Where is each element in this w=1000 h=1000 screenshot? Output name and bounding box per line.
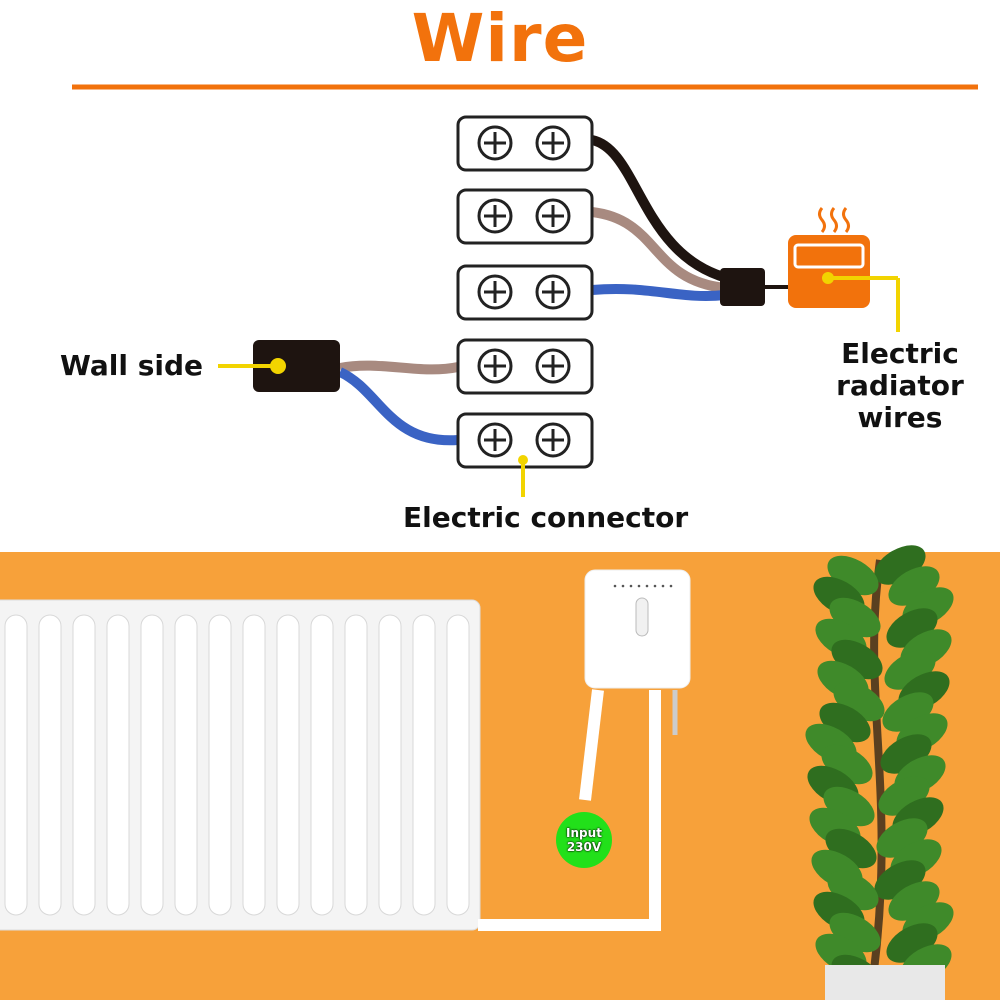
radiator-fin bbox=[276, 614, 300, 916]
radiator-wires-line-3: wires bbox=[857, 401, 943, 434]
radiator-fin bbox=[344, 614, 368, 916]
radiator-fin bbox=[72, 614, 96, 916]
radiator-fin bbox=[174, 614, 198, 916]
wall-side-label: Wall side bbox=[60, 349, 204, 382]
radiator bbox=[0, 599, 481, 931]
heater-icon bbox=[788, 207, 900, 332]
terminal-screw-icon bbox=[535, 198, 571, 234]
radiator-fin bbox=[4, 614, 28, 916]
wall-box bbox=[253, 340, 340, 392]
input-230v-badge: Input 230V bbox=[556, 812, 612, 868]
wire-black bbox=[590, 135, 737, 285]
terminal-block bbox=[456, 115, 594, 172]
terminal-screw-icon bbox=[535, 348, 571, 384]
wire-brown-radiator bbox=[591, 207, 726, 293]
terminal-screw-icon bbox=[477, 348, 513, 384]
terminal-screw-icon bbox=[477, 125, 513, 161]
electric-connector bbox=[456, 115, 594, 469]
radiator-fin bbox=[412, 614, 436, 916]
terminal-block bbox=[456, 188, 594, 245]
terminal-screw-icon bbox=[535, 422, 571, 458]
terminal-screw-icon bbox=[477, 274, 513, 310]
wire-blue-wall bbox=[337, 367, 459, 446]
radiator-wires-label: Electric radiator wires bbox=[830, 338, 970, 434]
radiator-fin bbox=[38, 614, 62, 916]
radiator-wires-line-1: Electric bbox=[841, 337, 959, 370]
radiator-fin bbox=[208, 614, 232, 916]
radiator-fin bbox=[140, 614, 164, 916]
radiator-wires-line-2: radiator bbox=[836, 369, 964, 402]
badge-line-2: 230V bbox=[566, 840, 602, 854]
badge-line-1: Input bbox=[566, 826, 602, 840]
page-title: Wire bbox=[411, 0, 589, 77]
wire-brown-wall bbox=[339, 360, 460, 375]
terminal-screw-icon bbox=[535, 125, 571, 161]
terminal-screw-icon bbox=[477, 198, 513, 234]
wire-bundle-sleeve bbox=[720, 268, 765, 306]
terminal-block bbox=[456, 338, 594, 395]
radiator-fin bbox=[378, 614, 402, 916]
wire-blue-radiator bbox=[591, 283, 726, 302]
terminal-screw-icon bbox=[477, 422, 513, 458]
radiator-fin bbox=[106, 614, 130, 916]
terminal-block bbox=[456, 412, 594, 469]
terminal-block bbox=[456, 264, 594, 321]
radiator-fin bbox=[310, 614, 334, 916]
plant bbox=[805, 545, 954, 1000]
thermostat-device bbox=[478, 569, 691, 931]
terminal-screw-icon bbox=[535, 274, 571, 310]
radiator-fin bbox=[242, 614, 266, 916]
radiator-fin bbox=[446, 614, 470, 916]
electric-connector-label: Electric connector bbox=[403, 501, 689, 534]
